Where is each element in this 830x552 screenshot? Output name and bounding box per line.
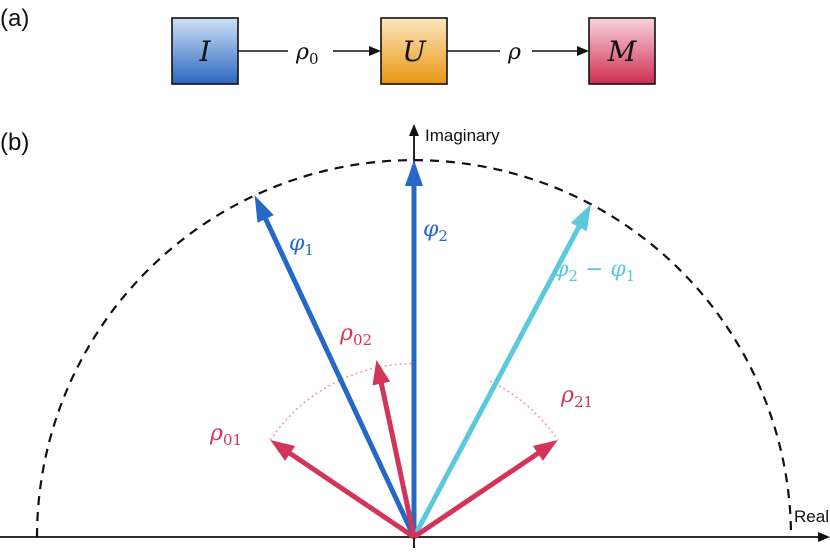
- imaginary-axis-label: Imaginary: [425, 126, 500, 145]
- real-axis-arrowhead: [818, 532, 830, 542]
- label-rho01: ρ01: [209, 421, 242, 449]
- vector-rho02-shaft: [378, 380, 417, 538]
- vector-phi1-shaft: [262, 216, 417, 539]
- vector-phi1: [254, 195, 417, 539]
- vector-phi2-minus-phi1-shaft: [411, 224, 582, 539]
- vector-phi2: [405, 160, 423, 537]
- vector-rho21-shaft: [412, 450, 541, 540]
- label-rho21: ρ21: [560, 383, 593, 411]
- box-measurement: [588, 17, 656, 85]
- imaginary-axis-arrowhead: [409, 124, 419, 136]
- label-phi2: φ2: [423, 217, 448, 245]
- angle-arc-rho21: [489, 380, 559, 441]
- edge-label-rho0: ρ0: [295, 40, 318, 68]
- edge-arrowhead-1: [369, 46, 381, 56]
- label-phi1: φ1: [289, 231, 314, 259]
- vector-phi2-minus-phi1: [411, 204, 591, 539]
- flow-diagram: I U M ρ0 ρ: [171, 17, 656, 85]
- box-input: [171, 17, 239, 85]
- label-rho02: ρ02: [339, 321, 372, 349]
- label-phi2-minus-phi1: φ2 − φ1: [553, 257, 635, 285]
- edge-label-rho: ρ: [507, 40, 521, 65]
- vector-rho01-arrowhead: [270, 440, 296, 461]
- vector-rho02: [372, 359, 417, 538]
- vector-phi2-minus-phi1-arrowhead: [570, 204, 591, 232]
- unit-circle-arc: [35, 158, 793, 538]
- panel-label-a: (a): [0, 5, 29, 32]
- vector-rho21-arrowhead: [532, 440, 558, 461]
- box-measurement-label: M: [607, 35, 638, 68]
- vector-rho21: [412, 440, 558, 540]
- complex-plane: Real Imaginary φ1 φ2 φ2 − φ1 ρ01 ρ02 ρ21: [0, 124, 830, 548]
- edge-arrowhead-2: [577, 46, 589, 56]
- vector-rho01: [270, 440, 416, 540]
- vector-rho02-arrowhead: [372, 359, 391, 386]
- panel-label-b: (b): [0, 129, 29, 156]
- real-axis-label: Real: [794, 507, 829, 526]
- angle-arc-rho01-rho02: [269, 362, 415, 441]
- vector-phi2-arrowhead: [405, 160, 423, 186]
- vector-rho01-shaft: [287, 450, 416, 540]
- box-input-label: I: [198, 35, 211, 68]
- box-unitary: [380, 17, 448, 85]
- vector-phi1-arrowhead: [254, 195, 274, 223]
- box-unitary-label: U: [402, 35, 427, 68]
